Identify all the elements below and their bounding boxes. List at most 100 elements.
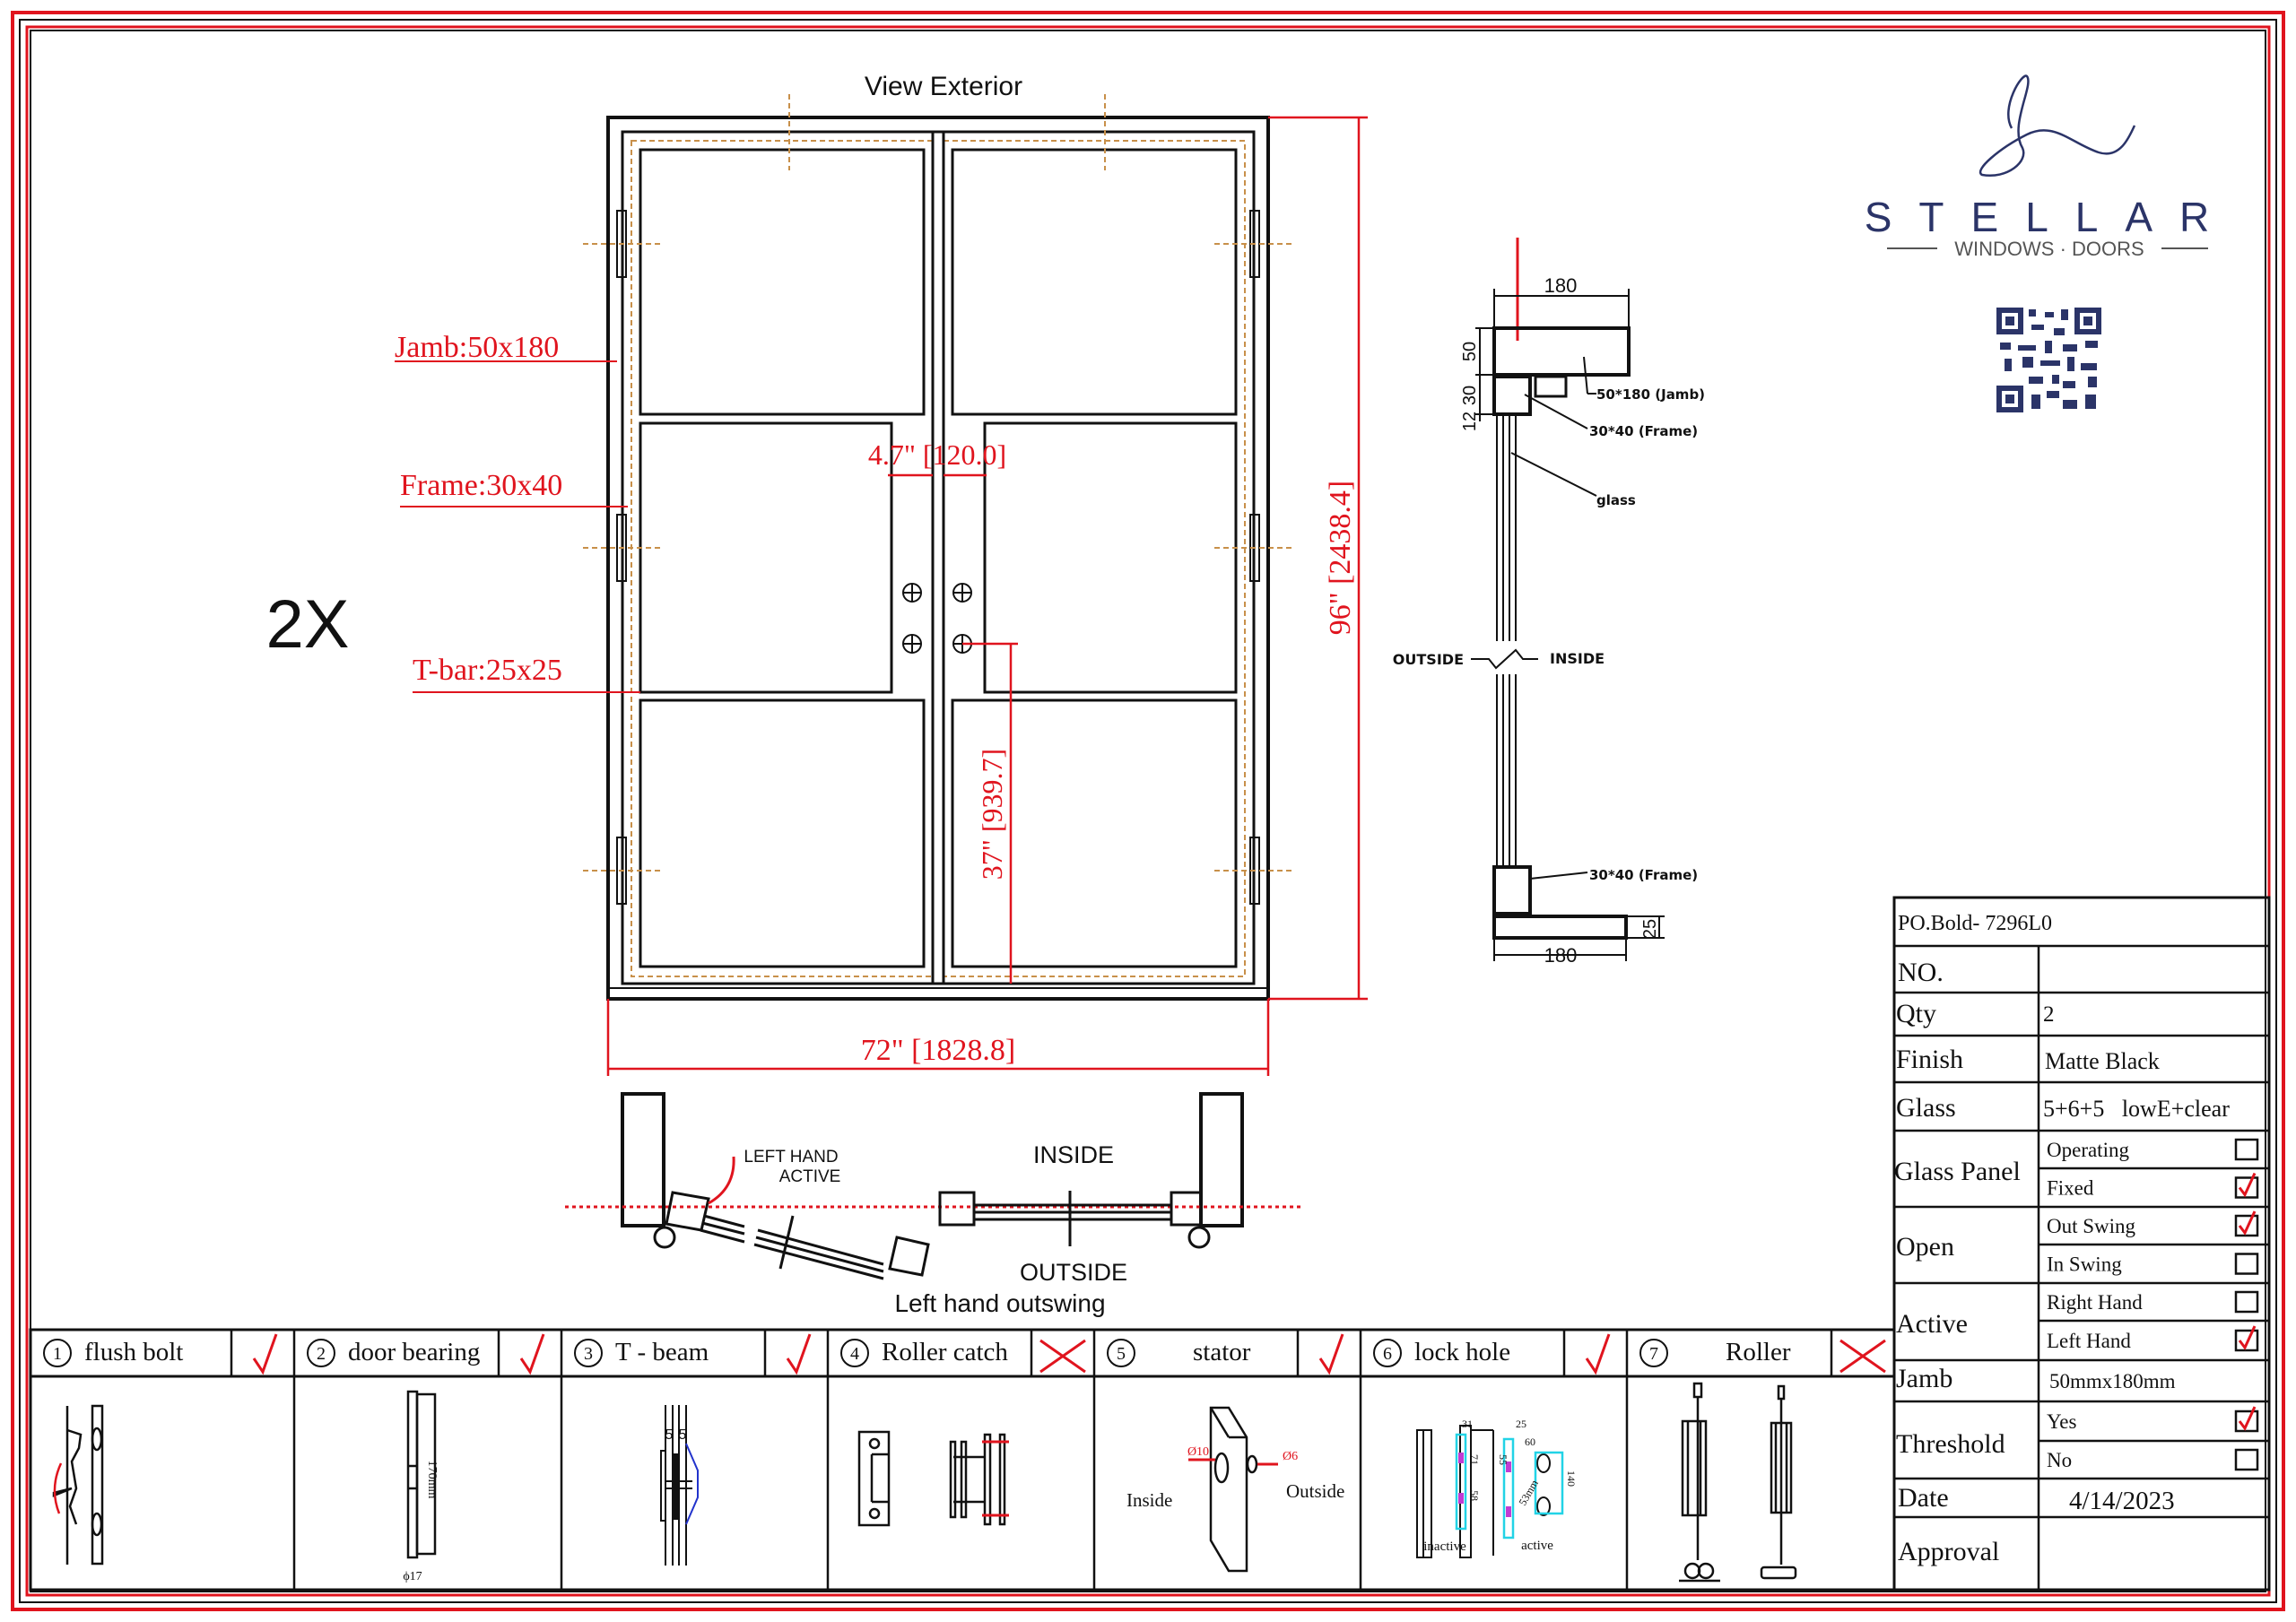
stator-outside-label: Outside — [1286, 1480, 1344, 1502]
lock-dim-31: 31 — [1462, 1418, 1473, 1430]
date-label: Date — [1898, 1483, 1949, 1513]
mullion-dimension: 4.7" [120.0] — [868, 438, 1006, 471]
check-mark-icon — [2238, 1325, 2257, 1350]
option-label: Out Swing — [2047, 1215, 2136, 1237]
item-number-badge — [43, 1339, 72, 1367]
active-label: Active — [1896, 1309, 1968, 1339]
plan-outside-label: OUTSIDE — [1020, 1259, 1127, 1286]
item-number-badge — [574, 1339, 603, 1367]
jamb-section-label: 50*180 (Jamb) — [1596, 386, 1705, 403]
open-label: Open — [1896, 1232, 1954, 1262]
item-name: door bearing — [348, 1338, 480, 1366]
glass-panel-label: Glass Panel — [1894, 1157, 2021, 1186]
section-inside-label: INSIDE — [1550, 650, 1605, 667]
check-mark-icon — [2238, 1172, 2257, 1198]
plan-active-label-2: ACTIVE — [779, 1167, 841, 1186]
option-no: No — [2047, 1448, 2259, 1471]
threshold-label: Threshold — [1896, 1429, 2005, 1459]
hinge-marks — [616, 210, 1260, 905]
item-number: 6 — [1383, 1344, 1392, 1364]
stator-illustration — [1188, 1406, 1278, 1573]
included-check-icon — [786, 1333, 812, 1375]
brand-block: STELLAR WINDOWS · DOORS — [1865, 74, 2237, 412]
threshold-height: 25 — [1640, 919, 1660, 939]
item-number: 7 — [1649, 1344, 1658, 1364]
frame-section-label: 30*40 (Frame) — [1589, 423, 1698, 439]
qty-label: Qty — [1896, 999, 1936, 1028]
option-checkbox[interactable] — [2234, 1329, 2259, 1352]
jamb-section-detail: 180 50 30 12 50*180 (Jamb) 30*40 (Frame)… — [1393, 238, 1705, 967]
item-name: T - beam — [615, 1338, 709, 1366]
option-left-hand: Left Hand — [2047, 1325, 2259, 1352]
hardware-item-6: 6 lock hole — [1373, 1333, 1611, 1375]
lock-dim-71: 71 — [1468, 1454, 1481, 1465]
included-check-icon — [1318, 1333, 1344, 1375]
option-in-swing: In Swing — [2047, 1253, 2259, 1276]
plan-inside-label: INSIDE — [1033, 1141, 1114, 1168]
stator-small-dia: Ø6 — [1283, 1450, 1298, 1463]
flush-bolt-illustration — [52, 1404, 104, 1566]
hardware-item-5: 5 stator — [1107, 1333, 1344, 1375]
lock-dim-55: 55 — [1497, 1454, 1509, 1465]
item-number-badge — [307, 1339, 335, 1367]
bearing-length-dim: 170mm — [425, 1461, 439, 1499]
item-number: 5 — [1117, 1344, 1126, 1364]
sheet-border — [11, 11, 2285, 1611]
item-number-badge — [1373, 1339, 1402, 1367]
left-leaf-panes — [639, 148, 926, 968]
handle-height-dimension: 37" [939.7] — [976, 749, 1008, 880]
option-checkbox[interactable] — [2234, 1290, 2259, 1314]
bearing-diameter-dim: ϕ17 — [403, 1570, 422, 1583]
item-name: flush bolt — [84, 1338, 183, 1366]
included-check-icon — [519, 1333, 545, 1375]
option-checkbox[interactable] — [2234, 1176, 2259, 1199]
item-number: 4 — [850, 1344, 859, 1364]
plan-caption: Left hand outswing — [894, 1289, 1105, 1317]
script-s-logo-icon — [1979, 74, 2136, 178]
width-dimension: 72" [1828.8] — [861, 1034, 1016, 1067]
option-label: Fixed — [2047, 1177, 2094, 1200]
option-checkbox[interactable] — [2234, 1448, 2259, 1471]
section-bottom-width: 180 — [1544, 944, 1578, 967]
door-bearing-illustration — [406, 1390, 437, 1559]
jamb-value: 50mmx180mm — [2049, 1370, 2176, 1392]
lock-dim-25: 25 — [1516, 1418, 1526, 1430]
option-checkbox[interactable] — [2234, 1409, 2259, 1433]
item-number-badge — [1107, 1339, 1135, 1367]
item-name: lock hole — [1414, 1338, 1510, 1366]
section-dim-50: 50 — [1460, 342, 1480, 361]
hardware-item-4: 4 Roller catch — [840, 1338, 1086, 1374]
jamb-callout: Jamb:50x180 — [395, 331, 559, 364]
glass-section-label: glass — [1596, 492, 1636, 508]
option-out-swing: Out Swing — [2047, 1210, 2259, 1237]
option-checkbox[interactable] — [2234, 1214, 2259, 1237]
lock-hole-illustration — [1416, 1425, 1564, 1558]
frame-callout: Frame:30x40 — [400, 469, 562, 502]
handle-icon — [902, 583, 972, 654]
option-checkbox[interactable] — [2234, 1253, 2259, 1275]
tbar-callout: T-bar:25x25 — [413, 654, 562, 687]
item-number: 2 — [317, 1344, 326, 1364]
roller-catch-illustration — [857, 1430, 1009, 1527]
brand-name: STELLAR — [1865, 194, 2237, 240]
item-number-badge — [840, 1339, 869, 1367]
height-dimension: 96" [2438.4] — [1324, 481, 1357, 636]
brand-tagline: WINDOWS · DOORS — [1954, 238, 2144, 260]
right-leaf-panes — [951, 148, 1238, 968]
option-label: Right Hand — [2047, 1291, 2143, 1314]
option-right-hand: Right Hand — [2047, 1290, 2259, 1314]
t-beam-dim-a: 5 — [665, 1427, 674, 1443]
lock-dim-58: 58 — [1468, 1490, 1481, 1501]
item-name: stator — [1193, 1338, 1251, 1366]
option-label: Left Hand — [2047, 1330, 2131, 1352]
no-label: NO. — [1898, 958, 1944, 987]
item-name: Roller catch — [882, 1338, 1008, 1366]
approval-label: Approval — [1898, 1537, 1999, 1566]
finish-value: Matte Black — [2045, 1048, 2160, 1074]
option-label: No — [2047, 1449, 2072, 1471]
option-checkbox[interactable] — [2234, 1138, 2259, 1161]
qr-code-icon — [1996, 308, 2101, 412]
